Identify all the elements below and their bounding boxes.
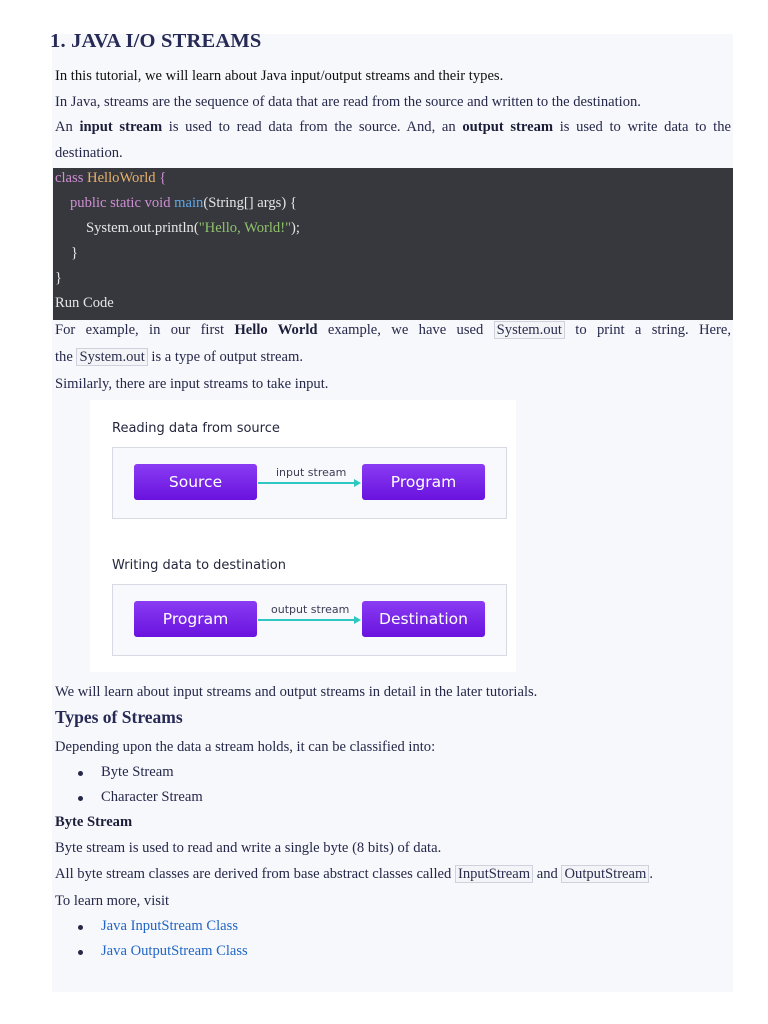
- input-stream-term: input stream: [79, 119, 163, 135]
- page-title: 1. JAVA I/O STREAMS: [50, 30, 262, 52]
- hello-world-term: Hello World: [234, 322, 318, 338]
- code-class-name: HelloWorld: [87, 170, 156, 186]
- code-string: "Hello, World!": [198, 220, 292, 236]
- destination-box: Destination: [362, 601, 485, 637]
- text: All byte stream classes are derived from…: [55, 866, 455, 882]
- arrow-head-icon: [354, 616, 361, 624]
- types-heading: Types of Streams: [55, 707, 183, 727]
- text: example, we have used: [317, 322, 494, 338]
- input-output-definition-cont: destination.: [55, 145, 123, 161]
- writing-diagram-frame: Program output stream Destination: [112, 584, 507, 656]
- code-keyword: class: [55, 170, 88, 186]
- code-brace: {: [155, 170, 167, 186]
- link-inputstream-class[interactable]: Java InputStream Class: [101, 918, 238, 934]
- text: is a type of output stream.: [147, 349, 303, 365]
- run-code-button[interactable]: Run Code: [55, 295, 114, 311]
- inline-code: System.out: [76, 348, 148, 366]
- source-box: Source: [134, 464, 257, 500]
- code-line-1: class HelloWorld {: [55, 168, 166, 188]
- text: to print a string. Here,: [564, 322, 732, 338]
- input-streams-note: Similarly, there are input streams to ta…: [55, 376, 329, 392]
- code-text: System.out.println(: [86, 220, 199, 236]
- bullet-icon: [78, 771, 83, 776]
- output-stream-arrow: [258, 619, 354, 621]
- later-tutorials-note: We will learn about input streams and ou…: [55, 684, 538, 700]
- streams-definition: In Java, streams are the sequence of dat…: [55, 94, 641, 110]
- bullet-icon: [78, 796, 83, 801]
- inline-code: OutputStream: [561, 865, 650, 883]
- input-output-definition: An input stream is used to read data fro…: [55, 117, 731, 137]
- reading-diagram-title: Reading data from source: [112, 421, 280, 436]
- byte-stream-classes: All byte stream classes are derived from…: [55, 864, 653, 884]
- text: and: [533, 866, 562, 882]
- code-line-3: System.out.println("Hello, World!");: [86, 218, 300, 238]
- byte-stream-heading: Byte Stream: [55, 814, 133, 830]
- reading-diagram-frame: Source input stream Program: [112, 447, 507, 519]
- bullet-icon: [78, 925, 83, 930]
- byte-stream-definition: Byte stream is used to read and write a …: [55, 840, 442, 856]
- output-stream-term: output stream: [462, 119, 554, 135]
- arrow-head-icon: [354, 479, 361, 487]
- code-text: );: [291, 220, 300, 236]
- text: An: [55, 119, 80, 135]
- output-stream-label: output stream: [271, 603, 350, 616]
- code-text: (String[] args) {: [203, 195, 297, 211]
- program-box: Program: [134, 601, 257, 637]
- list-item: Character Stream: [101, 789, 203, 805]
- code-line-4: }: [71, 245, 79, 261]
- text: is used to read data from the source. An…: [162, 119, 463, 135]
- text: For example, in our first: [55, 322, 235, 338]
- code-function-name: main: [174, 195, 204, 211]
- bullet-icon: [78, 950, 83, 955]
- io-stream-diagram: Reading data from source Source input st…: [90, 400, 516, 672]
- program-box: Program: [362, 464, 485, 500]
- text: .: [649, 866, 654, 882]
- code-line-5: }: [55, 270, 63, 286]
- text: the: [55, 349, 77, 365]
- types-intro: Depending upon the data a stream holds, …: [55, 739, 436, 755]
- code-keyword: public static void: [70, 195, 175, 211]
- text: is used to write data to the: [553, 119, 731, 135]
- list-item: Byte Stream: [101, 764, 174, 780]
- writing-diagram-title: Writing data to destination: [112, 558, 286, 573]
- input-stream-arrow: [258, 482, 354, 484]
- link-outputstream-class[interactable]: Java OutputStream Class: [101, 943, 248, 959]
- code-block: class HelloWorld { public static void ma…: [53, 168, 733, 320]
- inline-code: InputStream: [454, 865, 534, 883]
- intro-paragraph: In this tutorial, we will learn about Ja…: [55, 68, 504, 84]
- input-stream-label: input stream: [276, 466, 347, 479]
- hello-world-paragraph: For example, in our first Hello World ex…: [55, 320, 731, 340]
- hello-world-paragraph-cont: the System.out is a type of output strea…: [55, 347, 303, 367]
- inline-code: System.out: [493, 321, 565, 339]
- code-line-2: public static void main(String[] args) {: [70, 193, 297, 213]
- learn-more-text: To learn more, visit: [55, 893, 170, 909]
